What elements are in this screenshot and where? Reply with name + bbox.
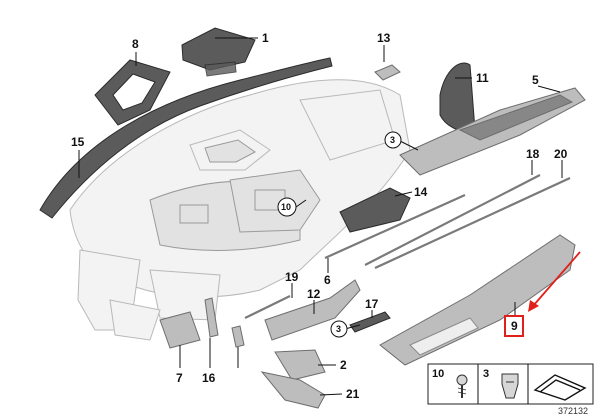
callout-18: 18	[526, 147, 540, 161]
part-18-strip	[364, 174, 541, 266]
highlight-arrow	[532, 251, 581, 307]
callout-5: 5	[532, 73, 539, 87]
legend-item-3-label: 3	[483, 368, 489, 380]
highlight-box	[504, 315, 524, 337]
legend-item-10-label: 10	[432, 368, 444, 380]
part-2-trim	[274, 349, 326, 381]
callout-10: 10	[281, 202, 291, 212]
callout-15: 15	[71, 135, 85, 149]
clip-icon	[501, 373, 519, 399]
callout-13: 13	[377, 31, 391, 45]
arrow-head-icon	[528, 300, 539, 312]
dashboard-carrier	[69, 79, 411, 341]
callout-17: 17	[365, 297, 379, 311]
part-11-speaker-cover	[439, 62, 476, 132]
callout-3a: 3	[390, 135, 395, 145]
part-6-strip	[324, 193, 466, 260]
callout-12: 12	[307, 287, 321, 301]
part-12-center-bezel	[264, 279, 361, 341]
part-9-trim	[379, 234, 576, 366]
callout-8: 8	[132, 37, 139, 51]
part-4-clip	[231, 325, 245, 348]
part-16-strip	[204, 297, 219, 338]
strip-icon	[533, 374, 587, 401]
callout-16: 16	[202, 371, 216, 385]
screw-icon	[456, 374, 468, 398]
callout-1: 1	[262, 31, 269, 45]
part-13-grille	[374, 64, 401, 81]
leader-lines	[78, 37, 563, 396]
callout-3b: 3	[336, 324, 341, 334]
callout-19: 19	[285, 270, 299, 284]
callout-14: 14	[414, 185, 428, 199]
part-20-strip	[374, 177, 571, 269]
callout-21: 21	[346, 387, 360, 401]
part-19-strip	[244, 295, 291, 319]
part-21-trim	[260, 371, 326, 409]
callout-9: 9	[511, 319, 518, 333]
callout-2: 2	[340, 358, 347, 372]
callout-6: 6	[324, 273, 331, 287]
part-15-trim-strip	[39, 57, 333, 219]
fastener-legend: 10 3	[427, 363, 594, 405]
callout-20: 20	[554, 147, 568, 161]
callout-7: 7	[176, 371, 183, 385]
callout-labels: 1 2 3 3 5 6 7 8 9 10 11 12 13 14 15 16 1…	[71, 31, 568, 401]
part-14-glovebox	[339, 187, 411, 233]
part-7-vent	[159, 311, 201, 349]
part-17-trim	[349, 311, 391, 333]
diagram-number: 372132	[558, 406, 588, 416]
callout-11: 11	[476, 71, 489, 85]
